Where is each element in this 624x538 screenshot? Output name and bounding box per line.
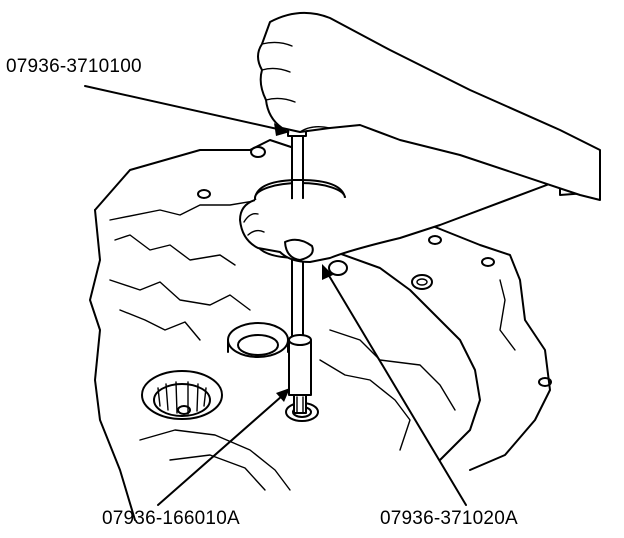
lower-hand: [239, 179, 601, 263]
remover-attachment: [288, 334, 312, 414]
leader-lines: [84, 85, 467, 506]
transmission-case: [89, 139, 551, 521]
upper-hand: [257, 11, 601, 201]
case-bore: [227, 322, 289, 358]
roller-bearing: [141, 370, 223, 420]
label-slide-hammer: 07936-3710100: [6, 56, 142, 77]
case-bolt-holes: [197, 146, 552, 387]
label-remover-handle: 07936-371020A: [380, 508, 518, 529]
label-remover-attachment: 07936-166010A: [102, 508, 240, 529]
